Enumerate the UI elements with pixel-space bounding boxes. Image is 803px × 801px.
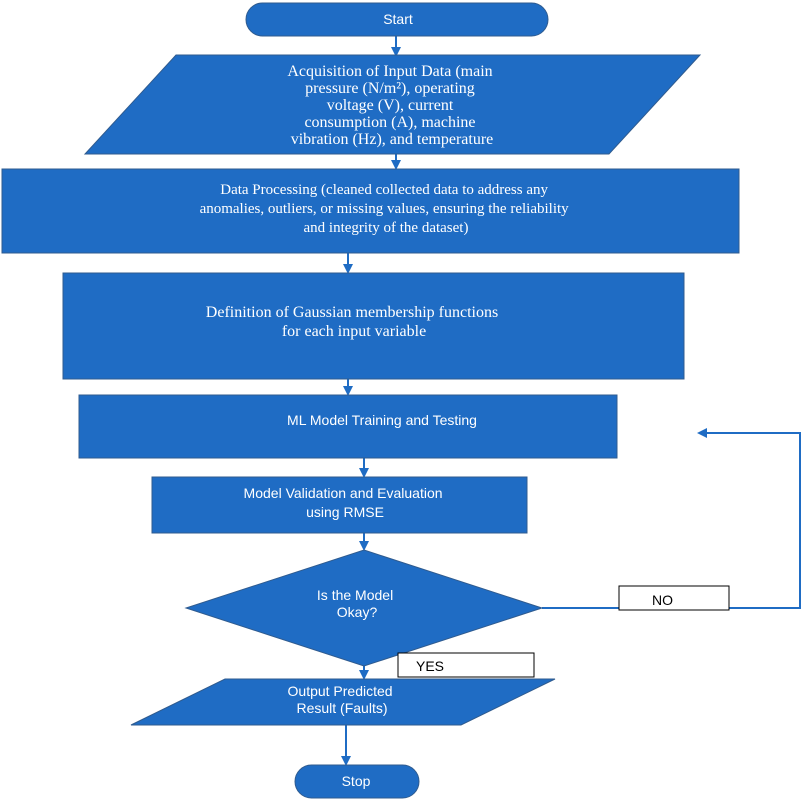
- training-line: ML Model Training and Testing: [287, 412, 477, 428]
- decision-line: Okay?: [337, 604, 378, 620]
- validation-box: [151, 476, 528, 534]
- processing-box: [1, 168, 740, 254]
- training-text: ML Model Training and Testing: [287, 412, 477, 428]
- output-text: Output Predicted Result (Faults): [288, 683, 397, 716]
- acquisition-line: Acquisition of Input Data (main: [287, 63, 492, 80]
- output-line: Result (Faults): [296, 700, 387, 716]
- stop-text: Stop: [342, 773, 371, 789]
- acquisition-line: voltage (V), current: [327, 97, 454, 114]
- gaussian-box: [62, 272, 685, 380]
- acquisition-line: consumption (A), machine: [304, 114, 475, 131]
- stop-terminal: [294, 764, 420, 799]
- validation-line: Model Validation and Evaluation: [244, 485, 443, 501]
- output-line: Output Predicted: [288, 683, 393, 699]
- gaussian-line: Definition of Gaussian membership functi…: [206, 304, 498, 321]
- start-line: Start: [383, 11, 413, 27]
- start-terminal: [245, 2, 549, 37]
- validation-text: Model Validation and Evaluation using RM…: [244, 485, 447, 520]
- yes-label-box: [397, 652, 535, 678]
- processing-line: anomalies, outliers, or missing values, …: [200, 201, 570, 217]
- stop-line: Stop: [342, 773, 371, 789]
- acquisition-parallelogram: [83, 54, 702, 155]
- gaussian-line: for each input variable: [282, 323, 426, 340]
- processing-line: and integrity of the dataset): [304, 220, 469, 236]
- acquisition-line: pressure (N/m²), operating: [305, 80, 475, 97]
- start-text: Start: [383, 11, 413, 27]
- edge-decision-no-loop: [542, 428, 801, 609]
- training-box: [78, 394, 618, 459]
- decision-line: Is the Model: [317, 587, 393, 603]
- output-parallelogram: [130, 678, 556, 726]
- acquisition-line: vibration (Hz), and temperature: [291, 131, 494, 148]
- processing-line: Data Processing (cleaned collected data …: [220, 182, 548, 198]
- gaussian-text: Definition of Gaussian membership functi…: [206, 304, 502, 340]
- decision-diamond: [184, 549, 544, 667]
- decision-text: Is the Model Okay?: [317, 587, 397, 620]
- no-label: NO: [652, 592, 673, 608]
- acquisition-text: Acquisition of Input Data (main pressure…: [287, 63, 496, 148]
- processing-text: Data Processing (cleaned collected data …: [200, 182, 573, 236]
- validation-line: using RMSE: [306, 504, 384, 520]
- no-label-box: [618, 585, 730, 611]
- yes-label: YES: [416, 658, 444, 674]
